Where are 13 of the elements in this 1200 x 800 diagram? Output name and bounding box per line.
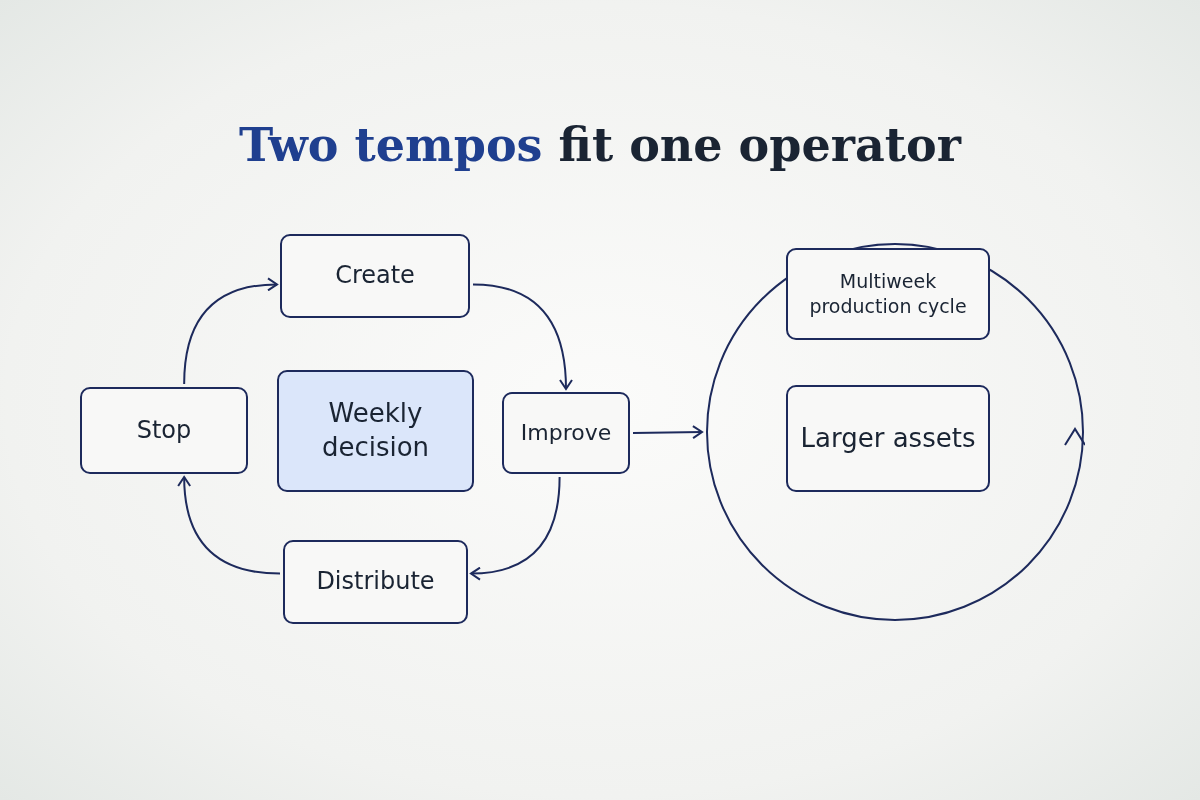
arrow (470, 476, 561, 581)
arrow (177, 476, 281, 575)
arrow (472, 283, 573, 390)
process-box: Larger assets (786, 385, 990, 492)
arrow (183, 277, 278, 385)
decision-box: Weekly decision (277, 370, 474, 492)
process-box: Multiweek production cycle (786, 248, 990, 340)
title: Two tempos fit one operator (238, 118, 963, 172)
arrow (632, 425, 703, 440)
process-box: Stop (80, 387, 248, 474)
process-box: Create (280, 234, 470, 318)
process-box: Distribute (283, 540, 468, 624)
process-box: Improve (502, 392, 630, 474)
